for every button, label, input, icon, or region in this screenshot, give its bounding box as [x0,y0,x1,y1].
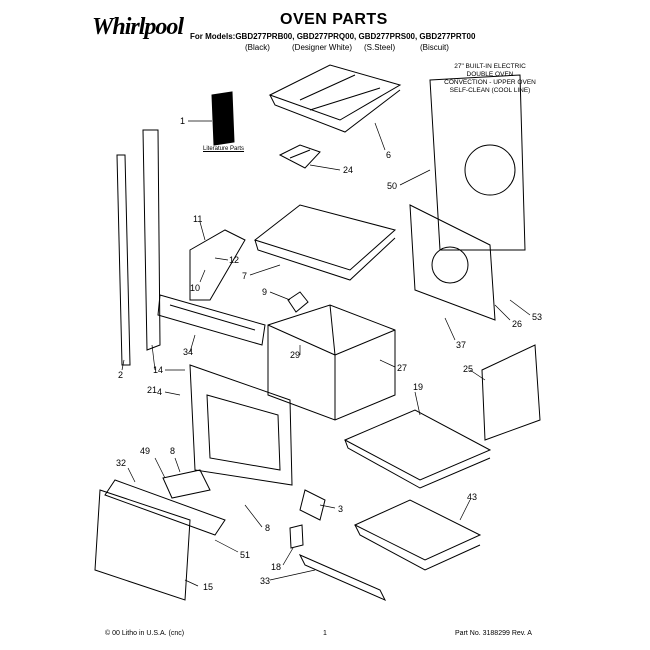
callout-21: 21 [147,385,157,395]
footer-page-number: 1 [323,630,327,637]
brand-wordmark: Whirlpool [92,14,184,40]
desc-line-4: SELF-CLEAN (COOL LINE) [449,87,531,94]
color-designer-white: (Designer White) [292,43,353,52]
color-biscuit: (Biscuit) [420,43,449,52]
callout-51: 51 [240,550,250,560]
front-frame [189,364,293,486]
callout-1: 1 [180,116,185,126]
callout-12: 12 [229,255,239,265]
callout-4: 4 [157,387,162,397]
callout-11: 11 [193,214,202,224]
hinge-piece [162,469,211,499]
bottom-pan [343,409,492,489]
callout-53: 53 [532,312,542,322]
callout-2: 2 [118,370,123,380]
callout-9: 9 [262,287,267,297]
callout-27: 27 [397,363,407,373]
callout-8b: 8 [265,523,270,533]
top-vent-part [268,64,402,133]
desc-line-3: CONVECTION - UPPER OVEN [444,79,536,86]
callout-3: 3 [338,504,343,514]
callout-18: 18 [271,562,281,572]
callout-8a: 8 [170,446,175,456]
callout-24: 24 [343,165,353,175]
callout-19: 19 [413,382,423,392]
drawer-pan [353,499,482,571]
footer-part-number: Part No. 3188299 Rev. A [455,630,532,637]
side-trim [142,129,161,351]
page-title: OVEN PARTS [280,11,388,28]
callout-14: 14 [153,365,163,375]
callout-15: 15 [203,582,213,592]
back-frame [481,344,541,441]
callout-50: 50 [387,181,397,191]
right-side-panel [409,204,496,321]
part-9 [287,291,309,313]
color-steel: (S.Steel) [364,43,396,52]
bottom-rail [298,553,387,602]
callout-25: 25 [463,364,473,374]
color-black: (Black) [245,43,270,52]
callout-29: 29 [290,350,300,360]
rear-panel-cutout [464,144,516,196]
callout-32: 32 [116,458,126,468]
callout-37: 37 [456,340,466,350]
rear-panel [429,74,526,251]
callout-43: 43 [467,492,477,502]
callout-26: 26 [512,319,522,329]
desc-line-2: DOUBLE OVEN [466,71,514,78]
callout-49: 49 [140,446,150,456]
fan-cutout [431,246,469,284]
oven-description: 27" BUILT-IN ELECTRIC DOUBLE OVEN CONVEC… [430,63,550,95]
door-glass [94,489,191,601]
vent-grille [157,294,266,346]
footer-litho: © 00 Litho in U.S.A. (cnc) [105,630,185,637]
callout-6: 6 [386,150,391,160]
literature-parts-label: Literature Parts [203,146,245,152]
callout-33: 33 [260,576,270,586]
side-rod [116,154,131,366]
callout-10: 10 [190,283,200,293]
part-18 [289,524,304,549]
bracket-assembly [189,229,246,301]
part-3 [299,489,326,521]
callout-7: 7 [242,271,247,281]
literature-card [211,91,235,146]
desc-line-1: 27" BUILT-IN ELECTRIC [454,63,526,70]
callout-34: 34 [183,347,193,357]
door-trim [104,479,226,536]
top-panel [253,204,397,281]
part-24 [278,144,321,169]
whirlpool-logo: Whirlpool [92,14,184,54]
models-line: For Models:GBD277PRB00, GBD277PRQ00, GBD… [190,32,476,41]
oven-cavity [267,304,396,421]
